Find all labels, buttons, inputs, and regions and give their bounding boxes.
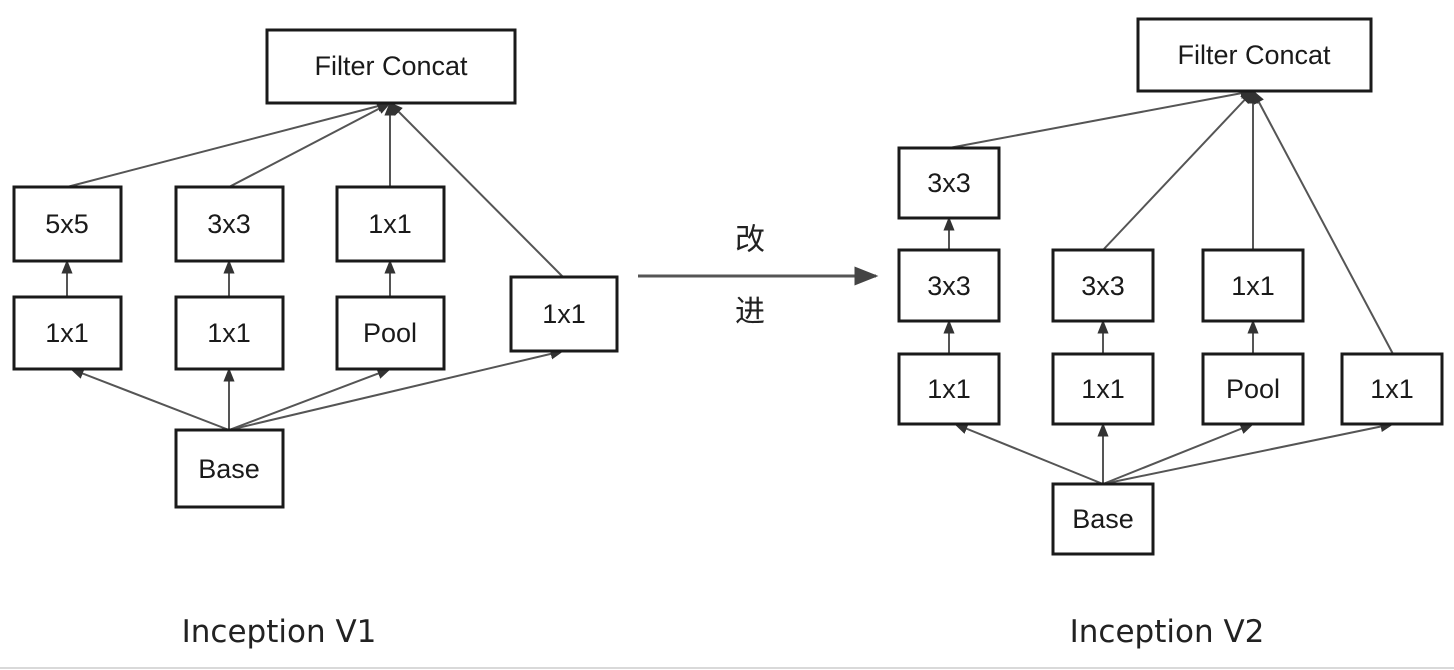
v1-pool-label: Pool xyxy=(363,318,417,348)
v1-node-1x1-a: 1x1 xyxy=(12,295,123,371)
v2-title: Inception V2 xyxy=(1070,614,1265,650)
v2-1x1-top-label: 1x1 xyxy=(1231,271,1275,301)
v1-node-3x3: 3x3 xyxy=(174,185,285,263)
v2-edge-1x1-d-to-concat xyxy=(1252,89,1394,355)
v2-edge-3x3-top-to-concat xyxy=(948,87,1255,149)
v2-node-1x1-top: 1x1 xyxy=(1201,248,1305,323)
v1-5x5-label: 5x5 xyxy=(45,209,89,239)
v2-node-1x1-d: 1x1 xyxy=(1340,352,1444,426)
v1-edge-base-to-pool xyxy=(228,368,392,431)
v2-node-filter-concat: Filter Concat xyxy=(1136,17,1373,93)
v1-node-1x1-b: 1x1 xyxy=(174,295,285,371)
v1-edge-1x1-d-to-concat xyxy=(389,102,564,278)
v2-node-3x3-top: 3x3 xyxy=(897,146,1001,220)
v2-filter-concat-label: Filter Concat xyxy=(1177,40,1331,70)
v1-1x1-top-label: 1x1 xyxy=(368,209,412,239)
v1-node-filter-concat: Filter Concat xyxy=(265,28,517,105)
v2-node-pool: Pool xyxy=(1201,352,1305,426)
v2-1x1-a-label: 1x1 xyxy=(927,374,971,404)
v2-1x1-d-label: 1x1 xyxy=(1370,374,1414,404)
v2-node-3x3-mid: 3x3 xyxy=(897,248,1001,323)
v1-node-5x5: 5x5 xyxy=(12,185,123,263)
transition-char-top: 改 xyxy=(735,223,765,258)
v2-1x1-b-label: 1x1 xyxy=(1081,374,1125,404)
v1-edges xyxy=(61,100,565,431)
v2-edges xyxy=(943,87,1395,485)
v1-1x1-b-label: 1x1 xyxy=(207,318,251,348)
v1-edge-3x3-to-concat xyxy=(228,102,392,188)
v1-title: Inception V1 xyxy=(182,614,377,650)
v1-3x3-label: 3x3 xyxy=(207,209,251,239)
v1-1x1-a-label: 1x1 xyxy=(45,318,89,348)
v2-base-label: Base xyxy=(1072,504,1134,534)
v1-node-1x1-d: 1x1 xyxy=(509,275,619,353)
v2-3x3-b-label: 3x3 xyxy=(1081,271,1125,301)
transition-char-bottom: 进 xyxy=(735,295,765,330)
v1-1x1-d-label: 1x1 xyxy=(542,299,586,329)
v2-edge-3x3-to-concat xyxy=(1102,89,1254,251)
v2-edge-base-to-1x1-d xyxy=(1102,421,1395,485)
v1-edge-base-to-1x1-d xyxy=(228,348,565,431)
transition-arrow: 改 进 xyxy=(638,223,879,330)
v2-3x3-mid-label: 3x3 xyxy=(927,271,971,301)
v1-base-label: Base xyxy=(198,454,260,484)
v2-node-base: Base xyxy=(1051,482,1155,556)
v2-edge-base-to-pool xyxy=(1102,423,1255,485)
v1-node-pool: Pool xyxy=(335,295,446,371)
v1-edge-5x5-to-concat xyxy=(66,100,392,188)
v1-node-1x1-top: 1x1 xyxy=(335,185,446,263)
v1-filter-concat-label: Filter Concat xyxy=(314,51,468,81)
v2-3x3-top-label: 3x3 xyxy=(927,168,971,198)
v2-node-1x1-a: 1x1 xyxy=(897,352,1001,426)
v2-node-3x3-b: 3x3 xyxy=(1051,248,1155,323)
v2-pool-label: Pool xyxy=(1226,374,1280,404)
v1-edge-base-to-1x1-a xyxy=(69,368,230,431)
v1-node-base: Base xyxy=(174,428,285,509)
v2-edge-base-to-1x1-a xyxy=(953,423,1104,485)
v2-node-1x1-b: 1x1 xyxy=(1051,352,1155,426)
